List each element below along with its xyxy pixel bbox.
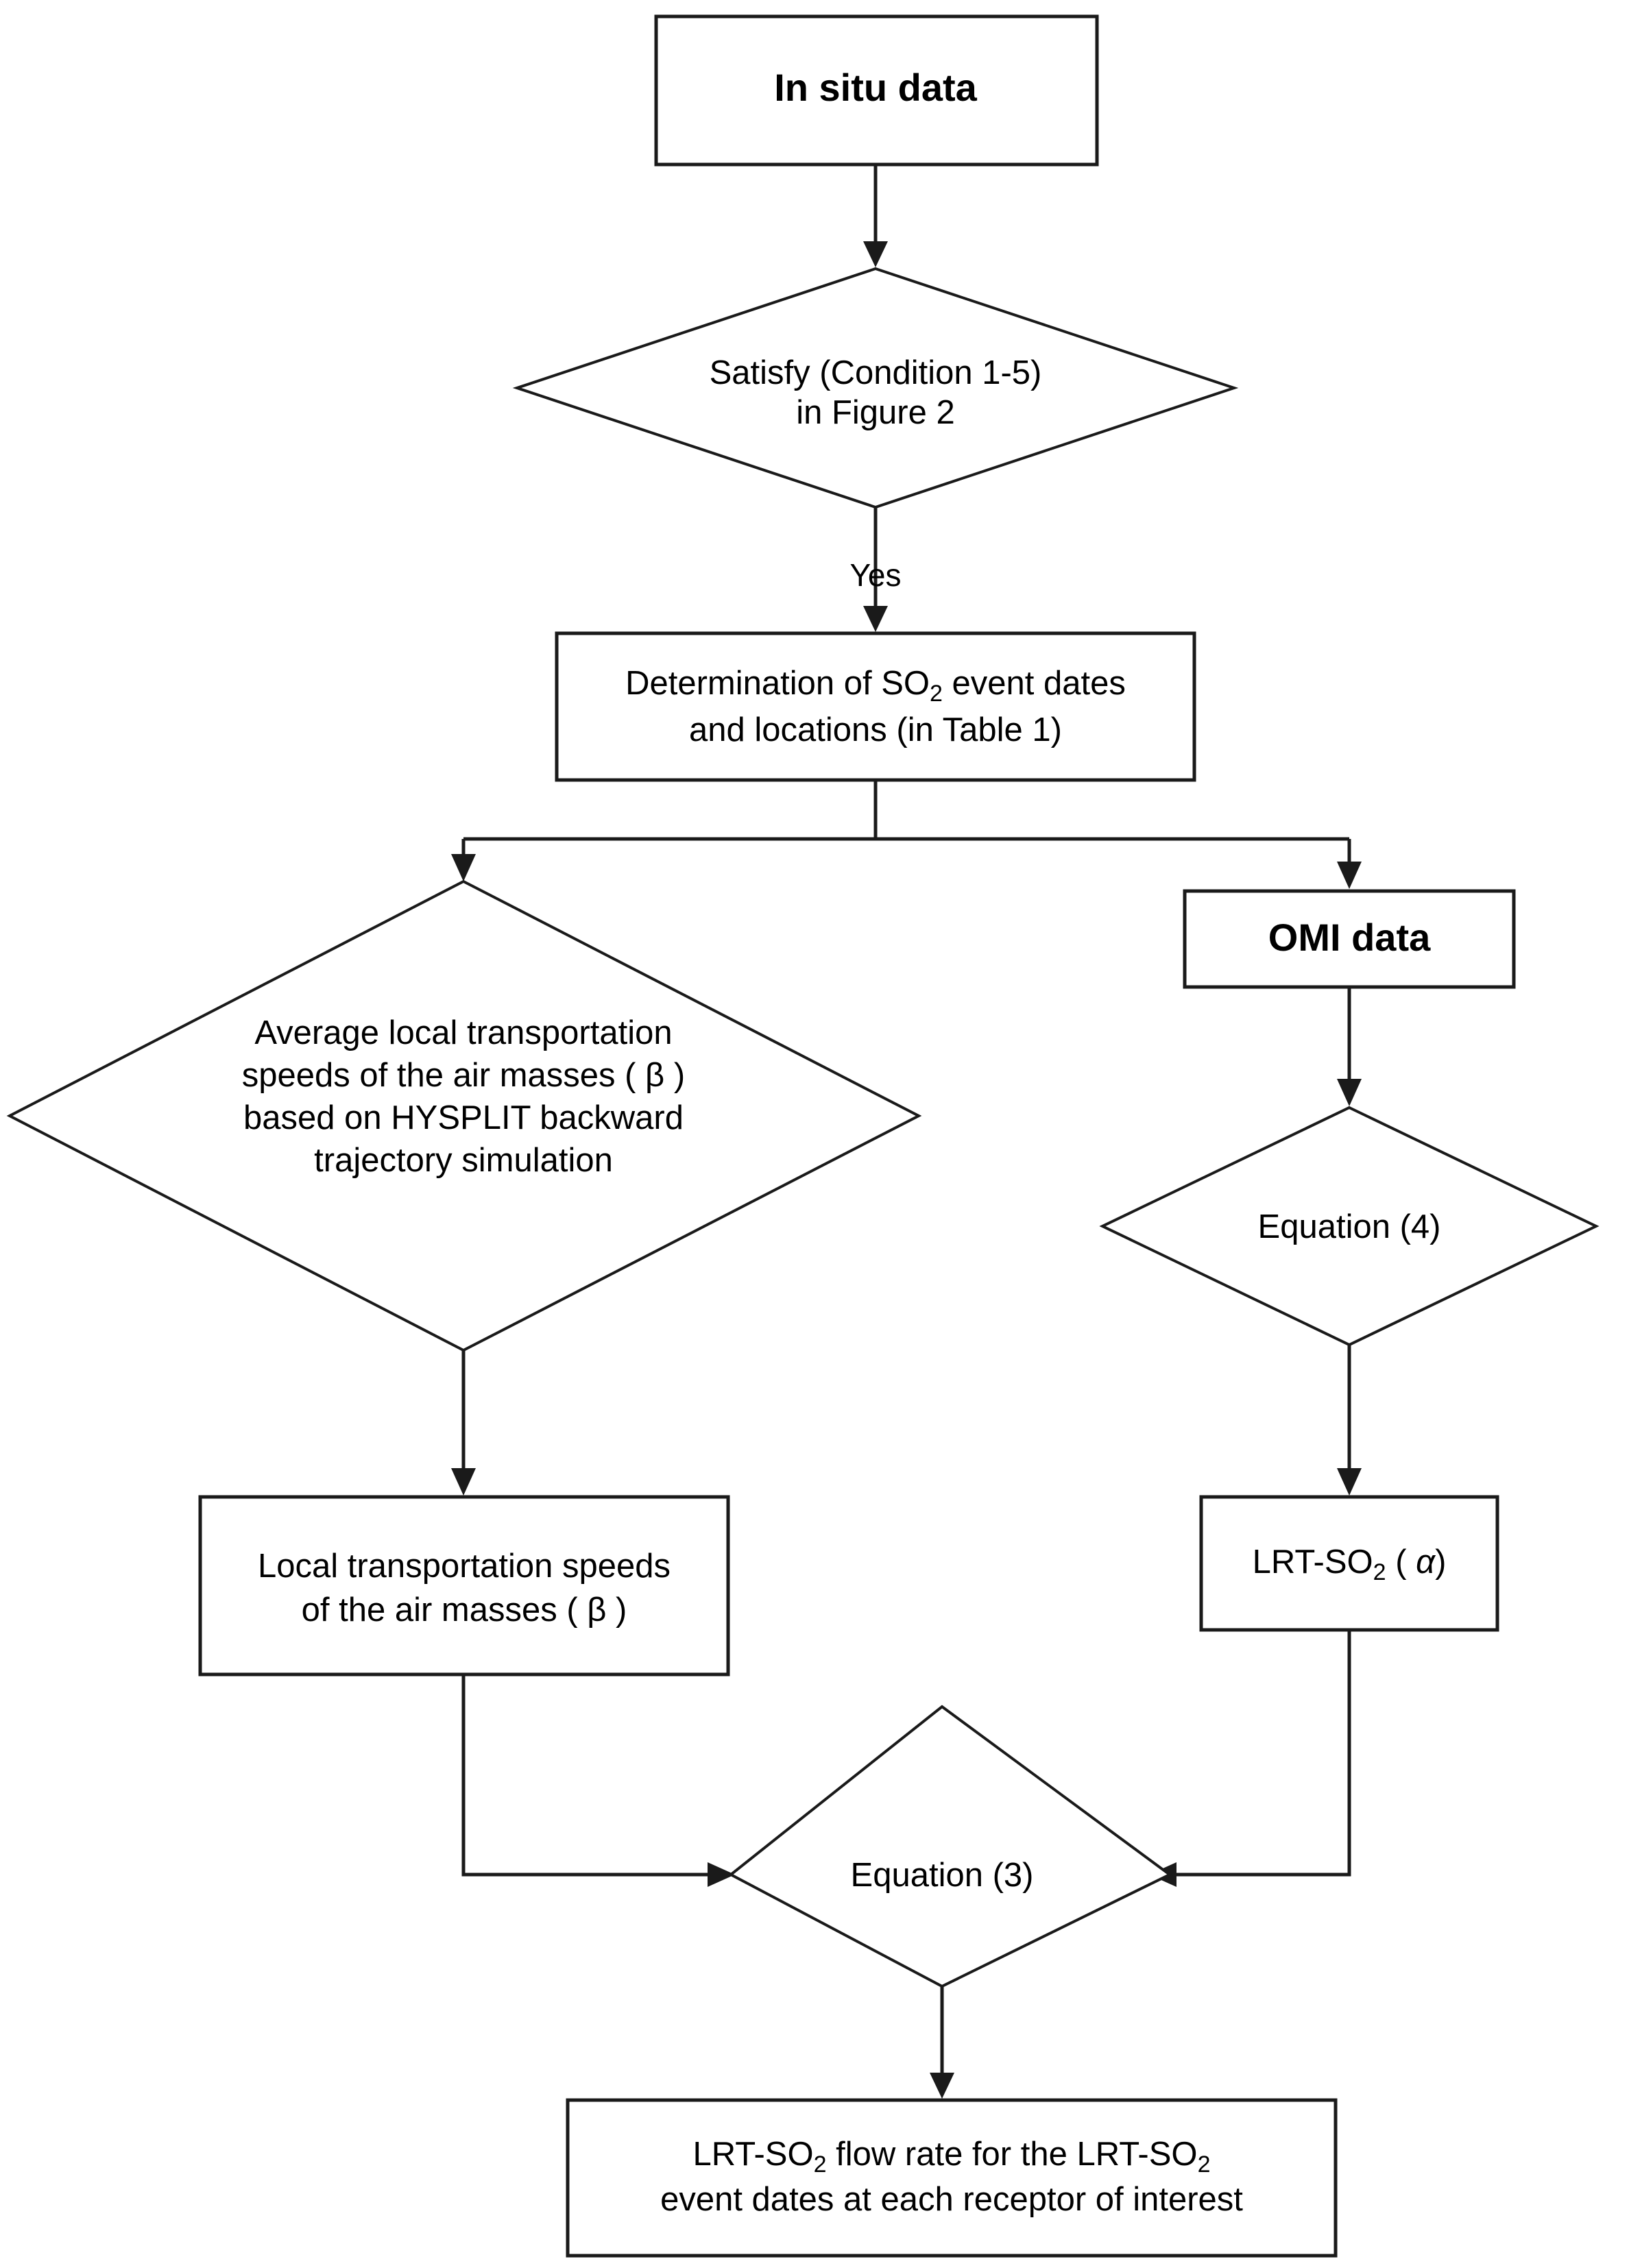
node-omi-data-label: OMI data xyxy=(1268,916,1431,959)
node-avg-speeds-line-4: trajectory simulation xyxy=(314,1142,613,1179)
node-satisfy-condition-line-2: in Figure 2 xyxy=(796,394,955,431)
node-local-speeds-line-1: Local transportation speeds xyxy=(258,1548,671,1585)
node-equation-3-label: Equation (3) xyxy=(851,1857,1034,1894)
node-avg-speeds-line-3: based on HYSPLIT backward xyxy=(243,1099,684,1136)
node-lrt-so2-alpha[interactable]: LRT-SO2 ( α) xyxy=(1199,1495,1499,1632)
node-satisfy-condition[interactable]: Satisfy (Condition 1-5) in Figure 2 xyxy=(512,267,1239,509)
node-equation-3[interactable]: Equation (3) xyxy=(728,1705,1172,1988)
node-final-output[interactable]: LRT-SO2 flow rate for the LRT-SO2 event … xyxy=(566,2098,1338,2258)
edge-equation3-to-final xyxy=(930,1986,954,2099)
edge-label-yes: Yes xyxy=(849,557,901,593)
node-lrt-so2-alpha-label: LRT-SO2 ( α) xyxy=(1253,1544,1447,1585)
node-in-situ-data[interactable]: In situ data xyxy=(654,14,1099,167)
edge-avgspeed-to-localspeed xyxy=(451,1350,476,1496)
node-avg-speeds-line-2: speeds of the air masses ( β ) xyxy=(242,1057,685,1094)
node-omi-data[interactable]: OMI data xyxy=(1183,889,1516,989)
edge-determination-split xyxy=(451,780,1362,889)
node-equation-4-label: Equation (4) xyxy=(1258,1208,1441,1245)
node-satisfy-condition-line-1: Satisfy (Condition 1-5) xyxy=(710,354,1042,391)
node-in-situ-data-label: In situ data xyxy=(774,66,977,109)
edge-insitu-to-satisfy xyxy=(863,166,888,267)
node-equation-4[interactable]: Equation (4) xyxy=(1099,1106,1600,1347)
node-average-local-speeds[interactable]: Average local transportation speeds of t… xyxy=(6,879,922,1352)
edge-satisfy-to-determination xyxy=(863,507,888,632)
node-local-speeds-result[interactable]: Local transportation speeds of the air m… xyxy=(198,1495,730,1676)
node-final-output-line-1: LRT-SO2 flow rate for the LRT-SO2 xyxy=(693,2136,1211,2178)
edge-omi-to-equation4 xyxy=(1337,987,1362,1106)
node-determination-line-2: and locations (in Table 1) xyxy=(689,711,1062,748)
edge-lrtso2-to-equation3 xyxy=(1149,1630,1351,1887)
node-local-speeds-line-2: of the air masses ( β ) xyxy=(302,1592,627,1629)
edge-equation4-to-lrtso2 xyxy=(1337,1345,1362,1496)
edge-localspeed-to-equation3 xyxy=(461,1674,735,1887)
node-determination-line-1: Determination of SO2 event dates xyxy=(625,665,1126,707)
node-avg-speeds-line-1: Average local transportation xyxy=(254,1014,672,1051)
node-final-output-line-2: event dates at each receptor of interest xyxy=(660,2181,1243,2218)
node-determination[interactable]: Determination of SO2 event dates and loc… xyxy=(555,631,1196,782)
